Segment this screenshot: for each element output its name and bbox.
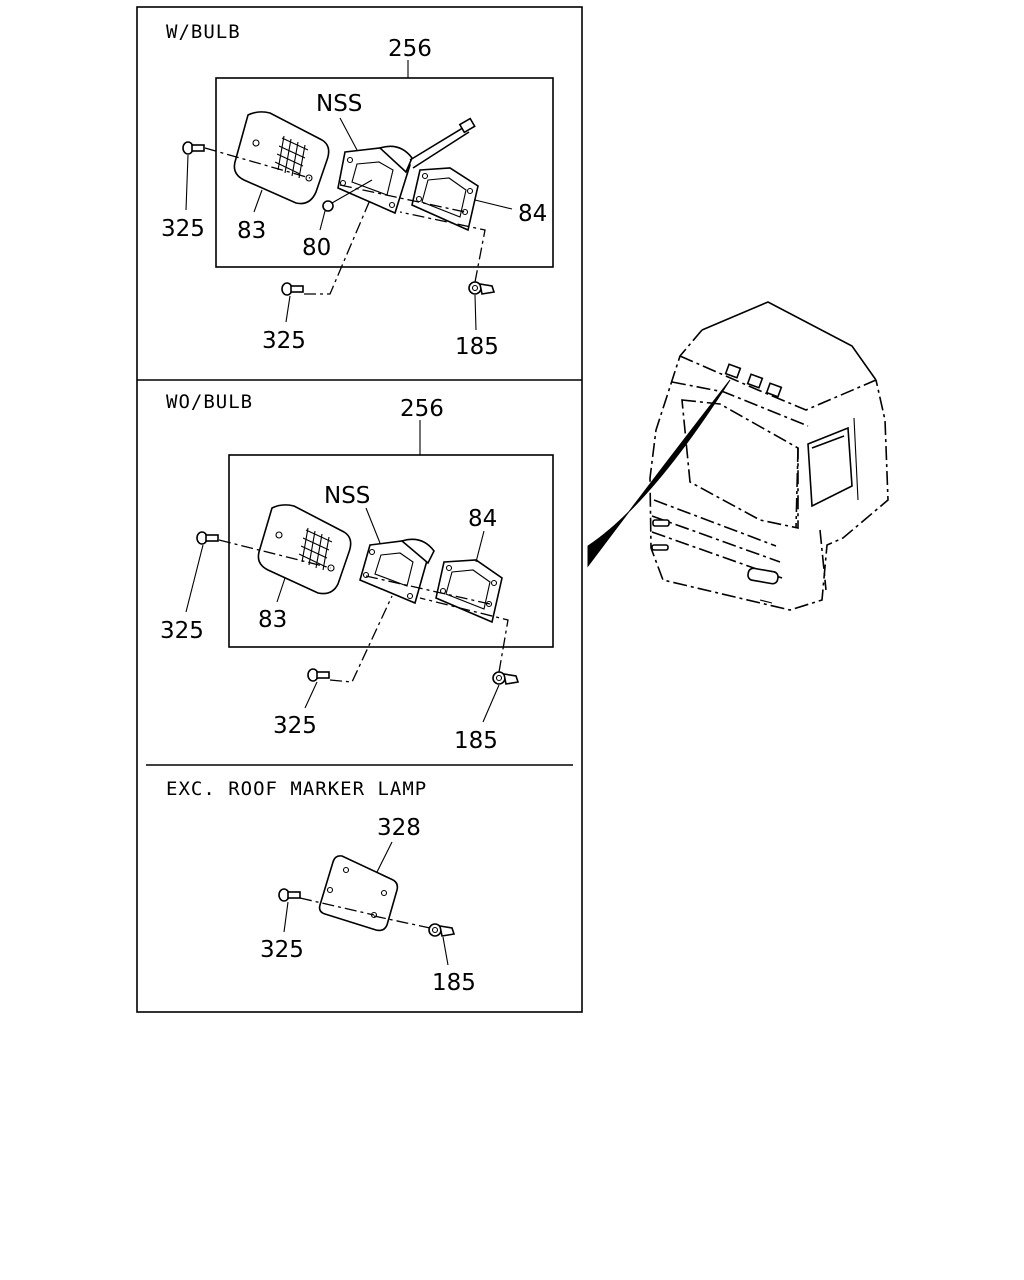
panel-exc-roof-marker: EXC. ROOF MARKER LAMP 328 325 185 xyxy=(166,778,476,996)
callout-325: 325 xyxy=(160,618,204,644)
nut-part xyxy=(492,671,520,685)
socket-part xyxy=(359,538,435,605)
lens-part xyxy=(233,111,330,205)
callout-325-bottom: 325 xyxy=(273,713,317,739)
truck-cab-illustration xyxy=(587,301,889,611)
gasket-part xyxy=(411,167,479,232)
bolt xyxy=(278,888,301,902)
callout-83: 83 xyxy=(237,218,266,244)
callout-325-bottom: 325 xyxy=(262,328,306,354)
callout-328: 328 xyxy=(377,815,421,841)
callout-nss: NSS xyxy=(324,483,370,509)
callout-80: 80 xyxy=(302,235,331,261)
bolt-left xyxy=(182,141,205,155)
panel-with-bulb: W/BULB 256 xyxy=(161,21,554,360)
callout-185: 185 xyxy=(455,334,499,360)
callout-nss: NSS xyxy=(316,91,362,117)
lens-part xyxy=(257,504,352,595)
assembly-box xyxy=(228,454,554,648)
nut-part xyxy=(468,281,496,295)
assembly-box xyxy=(215,77,554,268)
panel-header: WO/BULB xyxy=(166,391,253,413)
cover-plate xyxy=(318,855,399,932)
location-leader xyxy=(587,379,731,568)
callout-185: 185 xyxy=(432,970,476,996)
bolt-bottom xyxy=(281,282,304,296)
bolt-bottom xyxy=(307,668,330,682)
callout-84: 84 xyxy=(518,201,547,227)
callout-185: 185 xyxy=(454,728,498,754)
nut-part xyxy=(428,923,456,937)
diagram-frame xyxy=(136,6,583,1013)
panel-header: EXC. ROOF MARKER LAMP xyxy=(166,778,427,800)
callout-325: 325 xyxy=(260,937,304,963)
panel-header: W/BULB xyxy=(166,21,241,43)
callout-84: 84 xyxy=(468,506,497,532)
panel-without-bulb: WO/BULB 256 xyxy=(160,391,554,754)
callout-256: 256 xyxy=(400,396,444,422)
callout-83: 83 xyxy=(258,607,287,633)
gasket-part xyxy=(435,559,503,624)
callout-325: 325 xyxy=(161,216,205,242)
bolt-left xyxy=(196,531,219,545)
callout-256: 256 xyxy=(388,36,432,62)
